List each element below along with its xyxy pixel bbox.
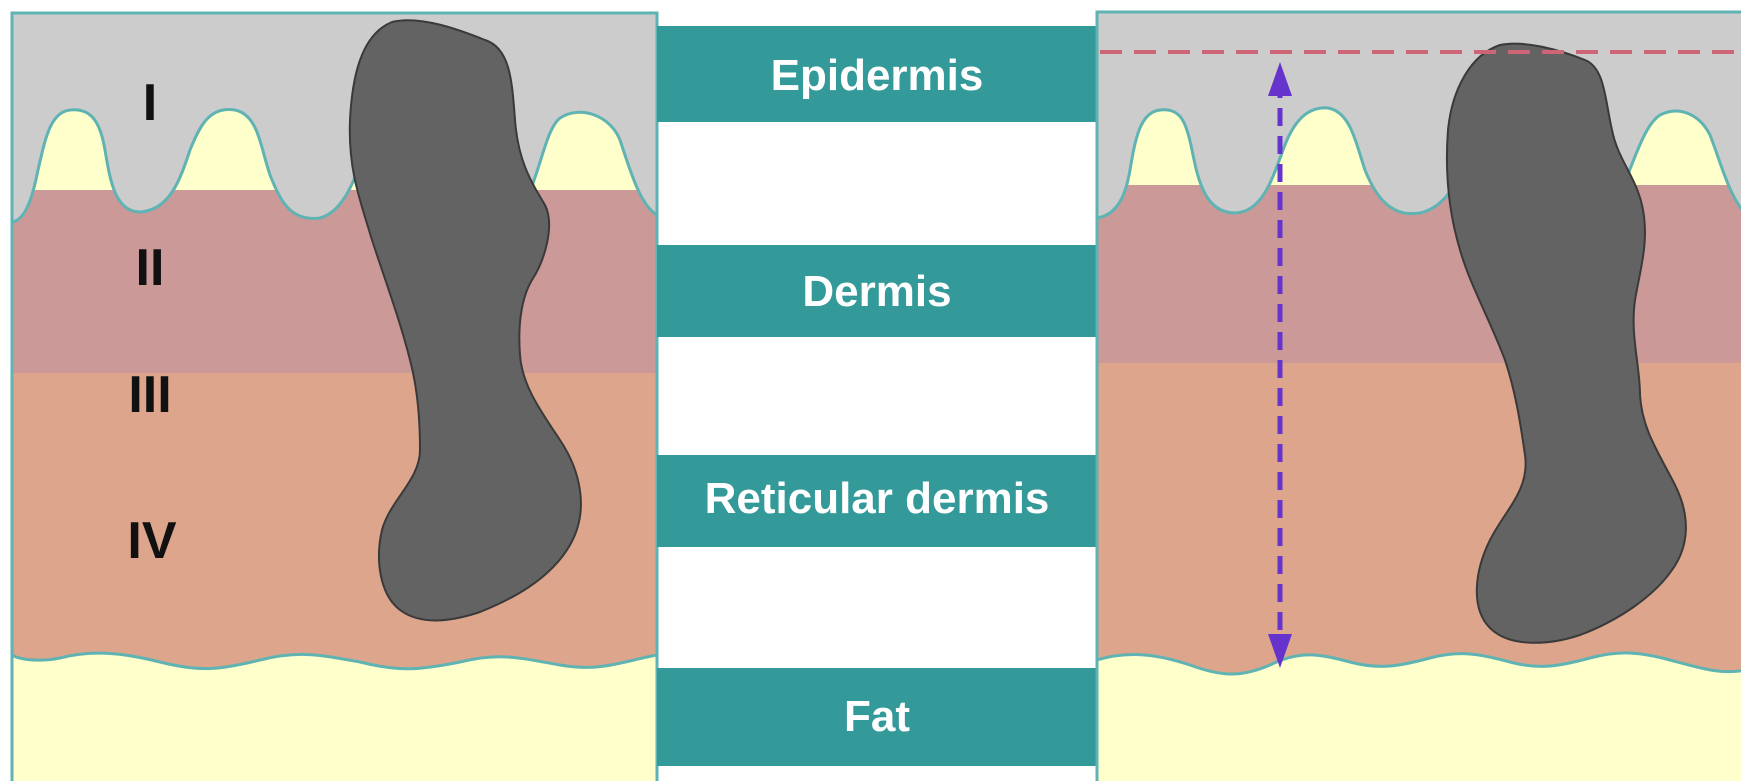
band-dermis-label: Dermis [802, 267, 951, 316]
breslow-depth-panel [1097, 0, 1741, 781]
level-iv-label: IV [127, 512, 176, 570]
level-iii-label: III [128, 366, 171, 424]
level-i-label: I [143, 74, 157, 132]
papillary-dermis-layer [12, 190, 657, 373]
level-ii-label: II [136, 239, 165, 297]
clark-levels-panel: I II III IV [12, 0, 657, 781]
band-reticular-dermis-label: Reticular dermis [705, 474, 1050, 523]
layer-bands: Epidermis Dermis Reticular dermis Fat [657, 26, 1097, 766]
band-fat-label: Fat [844, 692, 910, 741]
band-epidermis-label: Epidermis [771, 51, 984, 100]
